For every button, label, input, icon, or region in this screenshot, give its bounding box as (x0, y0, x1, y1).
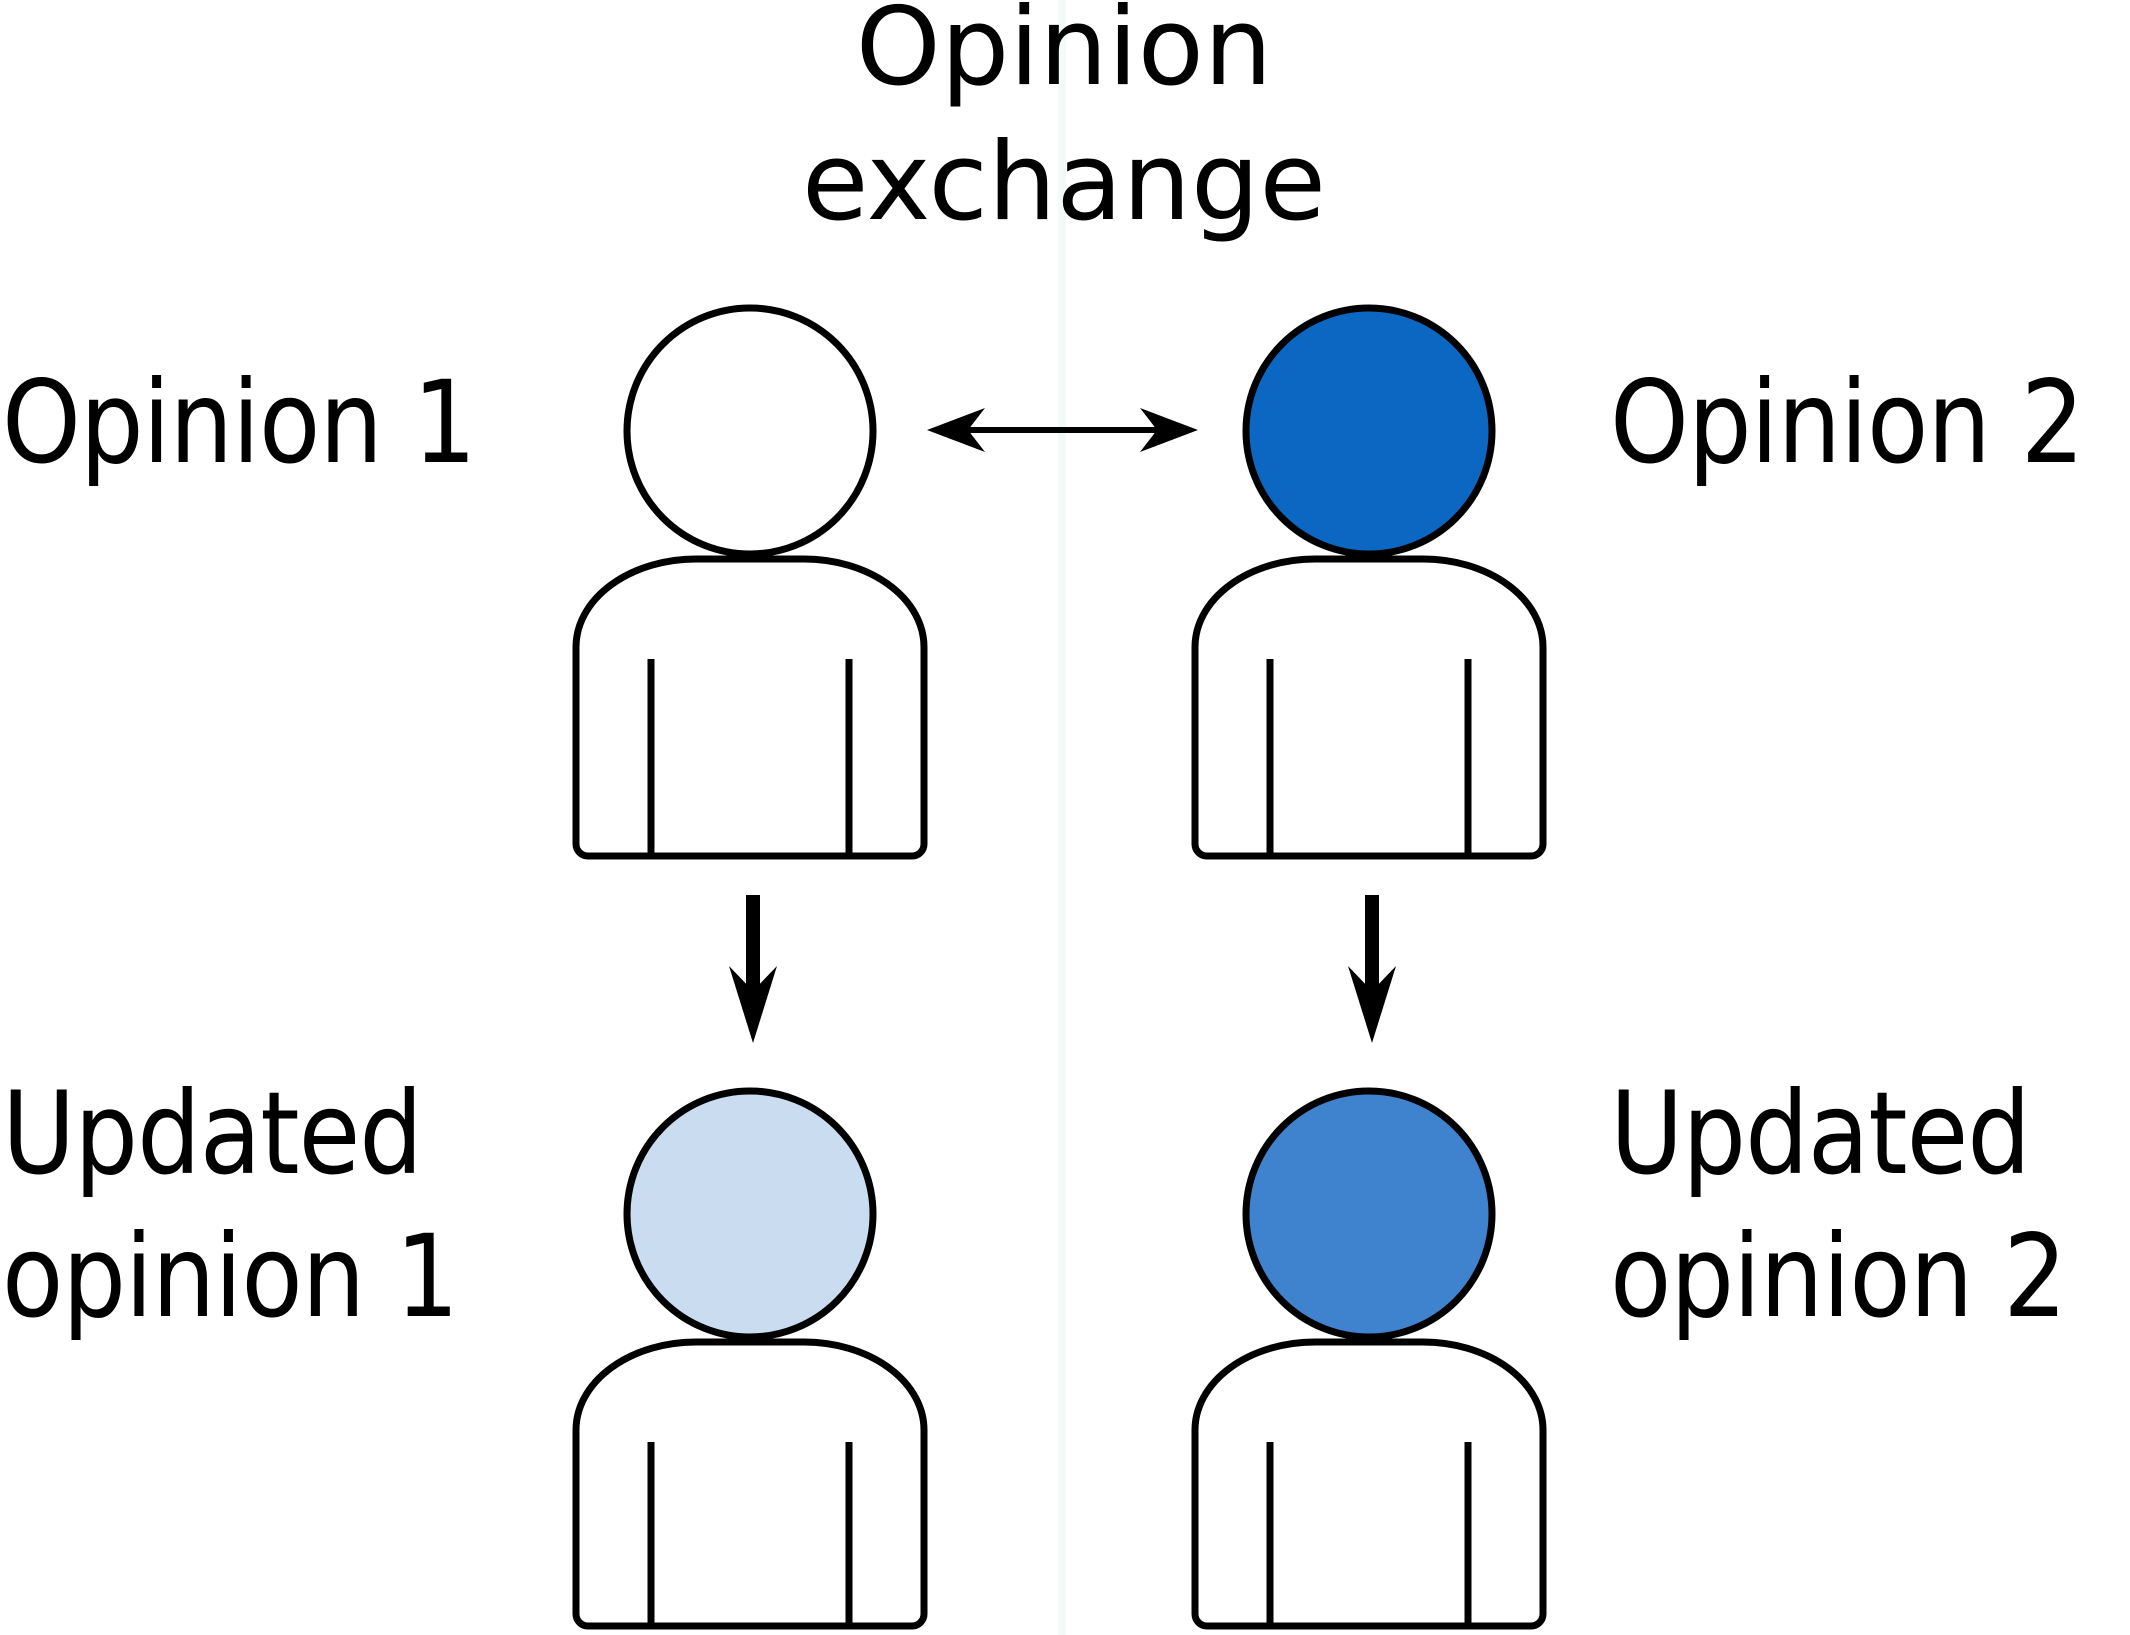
person-top-left-body (572, 555, 928, 860)
label-opinion-2: Opinion 2 (1610, 356, 2085, 489)
person-top-right-head-opinion-2 (1242, 304, 1496, 558)
label-opinion-1: Opinion 1 (2, 356, 477, 489)
label-updated-opinion-2: Updated opinion 2 (1610, 1062, 2067, 1348)
center-seam-line (1058, 0, 1066, 1635)
double-arrow-left-head (927, 408, 985, 452)
person-bottom-left (572, 1087, 928, 1630)
down-arrow-left-head (729, 966, 777, 1043)
person-bottom-right-body (1191, 1338, 1547, 1630)
double-arrow-icon (927, 408, 1198, 452)
person-bottom-right (1191, 1087, 1547, 1630)
label-updated-opinion-1-line-1: Updated (2, 1067, 423, 1200)
person-top-right (1191, 304, 1547, 860)
label-updated-opinion-2-line-1: Updated (1610, 1067, 2031, 1200)
diagram-title: Opinion exchange (802, 0, 1326, 250)
person-top-right-body (1191, 555, 1547, 860)
person-bottom-left-head-updated-opinion-1 (623, 1087, 877, 1341)
person-top-left (572, 304, 928, 860)
person-bottom-left-body (572, 1338, 928, 1630)
label-updated-opinion-1-line-2: opinion 1 (2, 1210, 459, 1343)
title-line-2: exchange (801, 120, 1327, 245)
down-arrow-left-icon (729, 895, 777, 1043)
down-arrow-right-head (1348, 966, 1396, 1043)
person-bottom-right-head-updated-opinion-2 (1242, 1087, 1496, 1341)
person-top-left-head-opinion-1 (623, 304, 877, 558)
double-arrow-right-head (1140, 408, 1198, 452)
title-line-1: Opinion (855, 0, 1273, 110)
label-updated-opinion-2-line-2: opinion 2 (1610, 1210, 2067, 1343)
down-arrow-right-icon (1348, 895, 1396, 1043)
label-updated-opinion-1: Updated opinion 1 (2, 1062, 459, 1348)
